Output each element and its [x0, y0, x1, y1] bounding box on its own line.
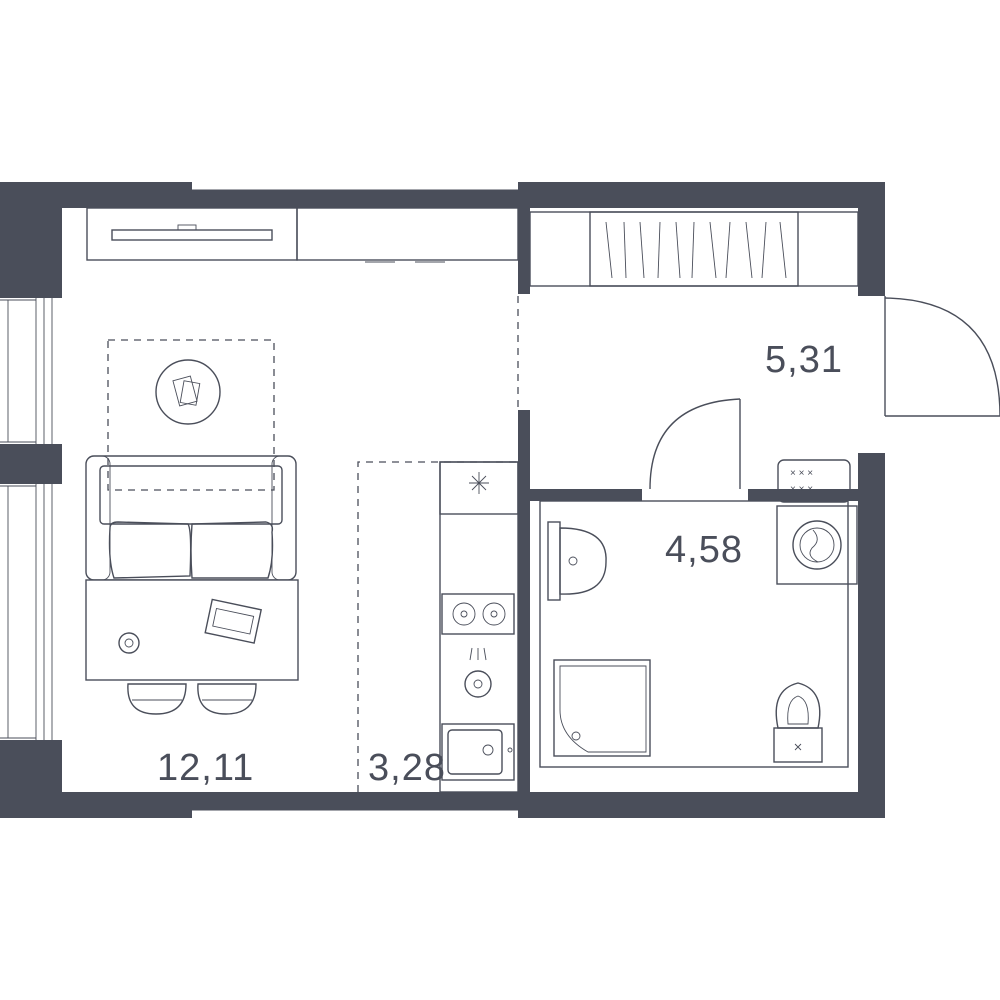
svg-text:× × ×: × × × [790, 484, 813, 495]
toilet-icon [773, 682, 823, 763]
kitchen-zone-outline [357, 461, 518, 792]
bathroom-area-label: 4,58 [665, 529, 743, 571]
fridge-icon [439, 461, 519, 515]
svg-text:× × ×: × × × [790, 468, 813, 479]
bathroom-wall-left [530, 489, 642, 501]
chair-icon [127, 683, 187, 715]
living-area-label: 12,11 [157, 747, 254, 789]
oven-icon [464, 647, 492, 698]
door-icon [649, 398, 741, 490]
left-wall-upper [0, 182, 62, 298]
right-wall-lower [858, 453, 885, 818]
right-wall-upper [858, 182, 885, 296]
window-icon [0, 298, 62, 444]
partition-upper [518, 182, 530, 294]
window-icon [192, 182, 518, 191]
door-icon [884, 296, 1000, 417]
bathroom-lining [539, 500, 849, 768]
washbasin-icon [547, 521, 607, 601]
sofa-icon [85, 455, 297, 581]
washing-machine-icon [776, 505, 858, 585]
radiator-icon: × × × × × × [777, 459, 851, 503]
wardrobe-icon [529, 211, 859, 287]
left-wall-middle [0, 444, 62, 484]
hallway-area-label: 5,31 [765, 339, 843, 381]
round-rug-icon [155, 359, 221, 425]
kitchen-counter [439, 461, 519, 793]
window-icon [0, 484, 62, 740]
bathroom-wall-right [748, 489, 858, 501]
window-icon [192, 809, 518, 818]
laptop-icon [204, 598, 263, 644]
hob-icon [441, 593, 515, 635]
round-rug-icon [107, 339, 275, 491]
sink-icon [441, 723, 515, 781]
cup-icon [118, 632, 140, 654]
tv-unit-icon [86, 207, 519, 263]
kitchen-area-label: 3,28 [368, 747, 446, 789]
table-icon [85, 579, 299, 681]
chair-icon [197, 683, 257, 715]
partition-lower [518, 410, 530, 818]
shower-tray-icon [553, 659, 651, 757]
